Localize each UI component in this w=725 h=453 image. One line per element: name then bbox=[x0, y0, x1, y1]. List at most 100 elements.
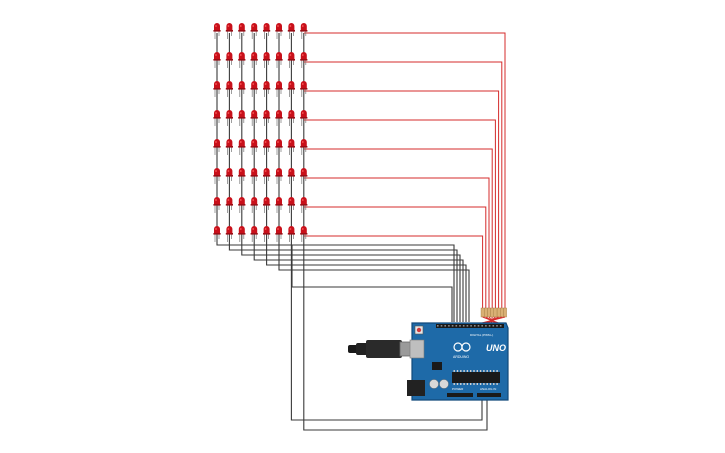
resistor[interactable] bbox=[496, 307, 501, 318]
header-pin[interactable] bbox=[455, 325, 458, 327]
header-pin[interactable] bbox=[451, 325, 454, 327]
led[interactable] bbox=[250, 139, 258, 155]
led[interactable] bbox=[300, 81, 308, 97]
header-pin[interactable] bbox=[470, 325, 472, 327]
led[interactable] bbox=[300, 168, 308, 184]
led[interactable] bbox=[263, 197, 271, 213]
led[interactable] bbox=[225, 139, 233, 155]
led[interactable] bbox=[275, 110, 283, 126]
led[interactable] bbox=[275, 23, 283, 39]
led[interactable] bbox=[238, 168, 246, 184]
led[interactable] bbox=[300, 52, 308, 68]
led[interactable] bbox=[263, 139, 271, 155]
header-pin[interactable] bbox=[462, 325, 465, 327]
led[interactable] bbox=[287, 23, 295, 39]
led[interactable] bbox=[225, 52, 233, 68]
led[interactable] bbox=[300, 110, 308, 126]
led[interactable] bbox=[250, 51, 258, 68]
resistor[interactable] bbox=[480, 307, 485, 318]
header-pin[interactable] bbox=[440, 325, 443, 327]
led[interactable] bbox=[275, 81, 283, 97]
resistor[interactable] bbox=[493, 307, 498, 318]
led[interactable] bbox=[250, 80, 258, 97]
header-pin[interactable] bbox=[492, 325, 495, 327]
header-pin[interactable] bbox=[496, 325, 498, 327]
resistor[interactable] bbox=[484, 307, 488, 318]
row-wire[interactable] bbox=[304, 206, 487, 310]
resistor[interactable] bbox=[503, 307, 507, 318]
led[interactable] bbox=[275, 52, 283, 68]
led[interactable] bbox=[250, 196, 258, 213]
led[interactable] bbox=[238, 52, 246, 68]
led[interactable] bbox=[225, 81, 233, 97]
led[interactable] bbox=[300, 197, 308, 213]
row-wire[interactable] bbox=[304, 148, 493, 310]
led[interactable] bbox=[225, 197, 233, 213]
led[interactable] bbox=[213, 110, 221, 126]
resistor[interactable] bbox=[500, 307, 504, 318]
led[interactable] bbox=[238, 110, 246, 126]
led[interactable] bbox=[263, 226, 271, 242]
led[interactable] bbox=[300, 23, 308, 39]
row-wire[interactable] bbox=[304, 61, 503, 310]
led[interactable] bbox=[250, 167, 258, 184]
led[interactable] bbox=[287, 197, 295, 213]
row-wire[interactable] bbox=[304, 32, 506, 310]
led[interactable] bbox=[300, 139, 308, 155]
header-pin[interactable] bbox=[488, 325, 491, 327]
column-wire[interactable] bbox=[266, 33, 467, 322]
row-wire[interactable] bbox=[304, 177, 490, 310]
led[interactable] bbox=[225, 23, 233, 39]
led[interactable] bbox=[238, 81, 246, 97]
resistor[interactable] bbox=[490, 307, 495, 318]
led[interactable] bbox=[287, 226, 295, 242]
led[interactable] bbox=[287, 139, 295, 155]
led[interactable] bbox=[238, 139, 246, 155]
header-pin[interactable] bbox=[499, 325, 502, 327]
column-wire[interactable] bbox=[291, 245, 453, 322]
led[interactable] bbox=[213, 81, 221, 97]
header-pin[interactable] bbox=[466, 325, 469, 327]
header-pin[interactable] bbox=[474, 325, 476, 327]
led[interactable] bbox=[263, 110, 271, 126]
led[interactable] bbox=[263, 23, 271, 39]
led[interactable] bbox=[213, 23, 221, 39]
led[interactable] bbox=[213, 197, 221, 213]
led[interactable] bbox=[250, 22, 258, 39]
header-pin[interactable] bbox=[444, 325, 446, 327]
row-wire[interactable] bbox=[304, 90, 500, 310]
header-pin[interactable] bbox=[448, 325, 450, 327]
led[interactable] bbox=[287, 52, 295, 68]
led-matrix[interactable] bbox=[213, 22, 308, 242]
header-pin[interactable] bbox=[485, 325, 487, 327]
led[interactable] bbox=[238, 197, 246, 213]
led[interactable] bbox=[287, 81, 295, 97]
led[interactable] bbox=[250, 225, 258, 242]
led[interactable] bbox=[225, 226, 233, 242]
led[interactable] bbox=[213, 139, 221, 155]
led[interactable] bbox=[225, 110, 233, 126]
led[interactable] bbox=[250, 109, 258, 126]
led[interactable] bbox=[275, 197, 283, 213]
led[interactable] bbox=[275, 139, 283, 155]
led[interactable] bbox=[263, 81, 271, 97]
header-pin[interactable] bbox=[437, 325, 439, 327]
led[interactable] bbox=[287, 168, 295, 184]
led[interactable] bbox=[225, 168, 233, 184]
resistor[interactable] bbox=[487, 307, 491, 318]
header-pin[interactable] bbox=[481, 325, 483, 327]
led[interactable] bbox=[213, 168, 221, 184]
led[interactable] bbox=[263, 168, 271, 184]
row-wire[interactable] bbox=[304, 119, 496, 310]
led[interactable] bbox=[275, 226, 283, 242]
header-pin[interactable] bbox=[477, 325, 480, 327]
column-wire[interactable] bbox=[278, 33, 470, 322]
led[interactable] bbox=[275, 168, 283, 184]
led[interactable] bbox=[300, 226, 308, 242]
row-wire[interactable] bbox=[304, 235, 484, 310]
led[interactable] bbox=[263, 52, 271, 68]
led[interactable] bbox=[213, 52, 221, 68]
arduino-uno-board[interactable]: UNO ARDUINO DIGITAL (PWM~) POWER ANALOG … bbox=[407, 322, 509, 401]
led[interactable] bbox=[287, 110, 295, 126]
led[interactable] bbox=[238, 23, 246, 39]
